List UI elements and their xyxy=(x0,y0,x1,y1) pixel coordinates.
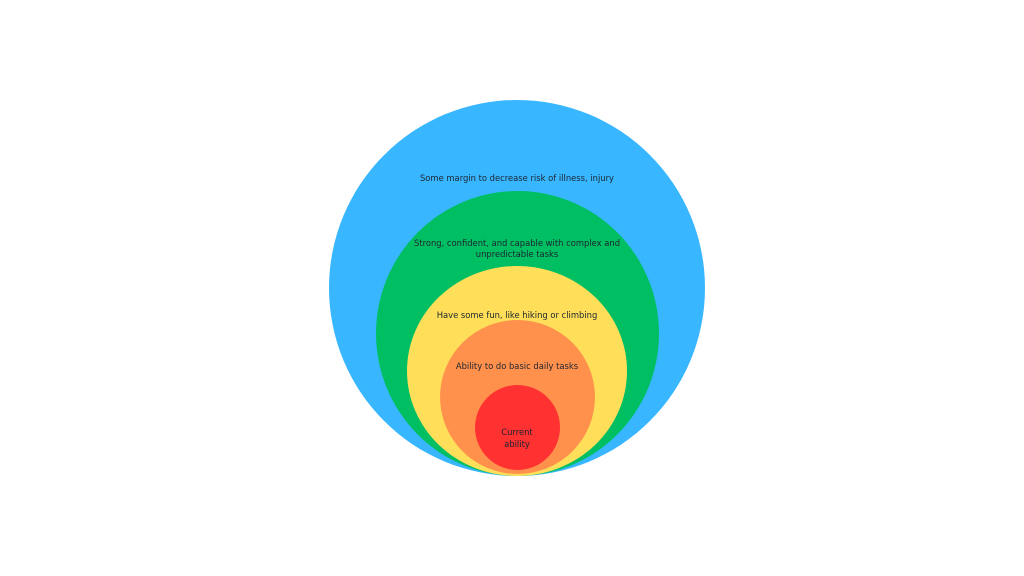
label-fun: Have some fun, like hiking or climbing xyxy=(436,310,598,320)
label-current-line2: ability xyxy=(504,439,530,449)
label-strong-line1: Strong, confident, and capable with comp… xyxy=(413,238,621,248)
label-basic: Ability to do basic daily tasks xyxy=(455,361,579,371)
label-current-line1: Current xyxy=(501,427,533,437)
circle-current xyxy=(475,385,560,470)
label-strong-line2: unpredictable tasks xyxy=(475,249,559,259)
label-margin: Some margin to decrease risk of illness,… xyxy=(419,173,615,183)
